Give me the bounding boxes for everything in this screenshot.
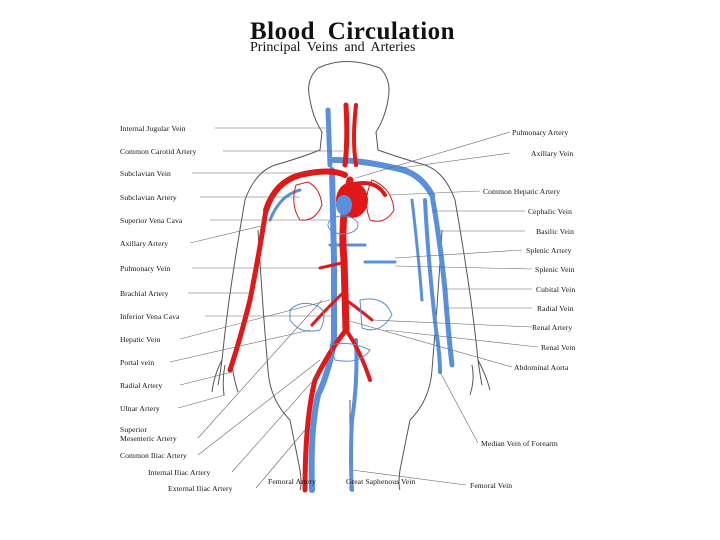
label-median-vein-of-forearm: Median Vein of Forearm [481,439,558,448]
lungs [293,179,395,222]
label-mesenteric-artery: Mesenteric Artery [120,434,177,443]
label-axillary-vein: Axillary Vein [531,149,574,158]
heart-right-side [336,195,352,215]
organs [289,215,393,362]
label-superior: Superior [120,425,147,434]
label-common-iliac-artery: Common Iliac Artery [120,451,187,460]
label-great-saphenous-vein: Great Saphenous Vein [346,477,416,486]
label-basilic-vein: Basilic Vein [536,227,574,236]
label-external-iliac-artery: External Iliac Artery [168,484,233,493]
label-hepatic-vein: Hepatic Vein [120,335,161,344]
label-radial-artery: Radial Artery [120,381,163,390]
label-pulmonary-vein: Pulmonary Vein [120,264,171,273]
label-subclavian-artery: Subclavian Artery [120,193,177,202]
label-internal-jugular-vein: Internal Jugular Vein [120,124,186,133]
label-cubital-vein: Cubital Vein [536,285,576,294]
arteries [227,102,387,493]
label-subclavian-vein: Subclavian Vein [120,169,171,178]
diagram-title: Blood Circulation [250,18,456,45]
label-brachial-artery: Brachial Artery [120,289,169,298]
label-cephalic-vein: Cephalic Vein [528,207,572,216]
label-renal-vein: Renal Vein [541,343,576,352]
diagram-subtitle: Principal Veins and Arteries [250,40,416,55]
label-splenic-vein: Splenic Vein [535,265,575,274]
label-femoral-artery: Femoral Artery [268,477,317,486]
label-common-hepatic-artery: Common Hepatic Artery [483,187,561,196]
label-ulnar-artery: Ulnar Artery [120,404,160,413]
label-abdominal-aorta: Abdominal Aorta [514,363,569,372]
label-superior-vena-cava: Superior Vena Cava [120,216,183,225]
label-portal-vein: Portal vein [120,358,155,367]
leader-lines [169,127,539,489]
label-internal-iliac-artery: Internal Iliac Artery [148,468,211,477]
label-femoral-vein: Femoral Vein [470,481,513,490]
label-splenic-artery: Splenic Artery [526,246,572,255]
label-common-carotid-artery: Common Carotid Artery [120,147,197,156]
label-axillary-artery: Axillary Artery [120,239,169,248]
label-renal-artery: Renal Artery [532,323,573,332]
label-radial-vein: Radial Vein [537,304,574,313]
label-inferior-vena-cava: Inferior Vena Cava [120,312,180,321]
veins [268,107,455,493]
label-pulmonary-artery: Pulmonary Artery [512,128,569,137]
